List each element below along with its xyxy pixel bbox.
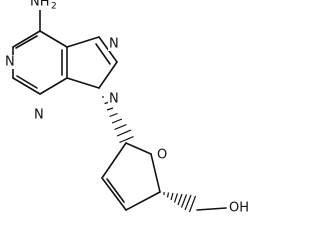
bond-n3-c4 [39, 77, 68, 95]
atom-n9: N [109, 92, 119, 107]
bond-c3p-c2p [101, 177, 127, 211]
bond-c4p-c3p [125, 191, 161, 211]
hashed-bond-c4p-c5p [163, 192, 197, 213]
bond-c3p-c2p-inner [106, 178, 125, 203]
atom-nh2-subscript: 2 [51, 2, 57, 12]
atom-n3: N [34, 108, 44, 123]
bond-c2-n3-inner [16, 75, 38, 89]
bond-c5-n7 [66, 36, 100, 48]
bond-c2-n3 [12, 77, 41, 95]
structure-diagram: NH 2 N N N N O OH [4, 0, 252, 216]
atom-labels: NH 2 N N N N O OH [4, 0, 252, 216]
bonds [12, 4, 227, 211]
bond-n9-c4 [66, 77, 100, 89]
bond-c5-c6 [39, 30, 68, 48]
hashed-bond-n9-c1p [102, 96, 134, 144]
bond-c2p-c1p [101, 142, 127, 179]
bond-c6-n1-inner [15, 35, 38, 49]
bond-o4p-c4p [150, 153, 161, 193]
bond-c8-n9 [98, 61, 118, 89]
atom-nh2: NH [30, 0, 50, 10]
bond-c6-n1 [12, 30, 41, 48]
bond-c1p-o4p [125, 142, 152, 155]
bond-c5p-oh [196, 207, 227, 211]
atom-n7: N [109, 37, 119, 52]
atom-n1: N [5, 55, 15, 70]
bond-n7-c8-inner [95, 43, 111, 65]
atom-ring-o: O [157, 148, 167, 163]
atom-hydroxyl: OH [229, 201, 249, 216]
